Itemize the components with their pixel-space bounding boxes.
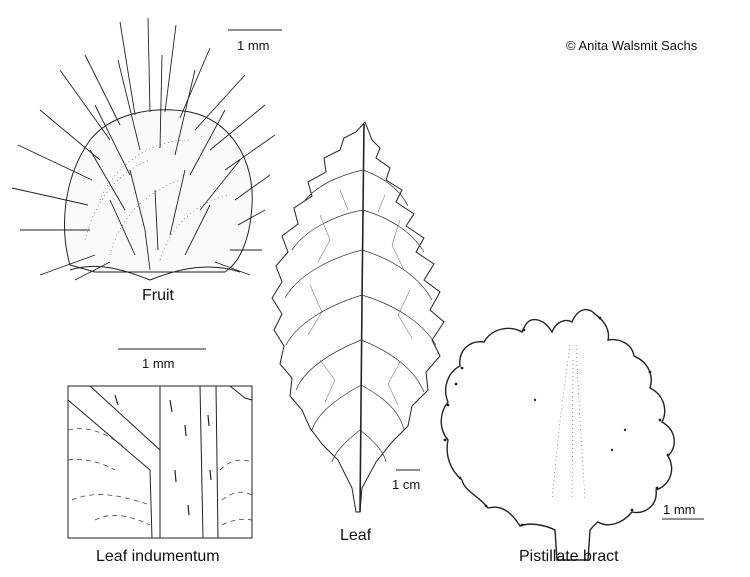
leaf-scale-label: 1 cm [392,477,421,492]
indumentum-scale-label: 1 mm [142,356,175,371]
fruit-drawing [11,17,276,281]
indumentum-drawing [67,385,253,539]
leaf-caption: Leaf [340,527,372,544]
leaf-drawing [271,121,445,513]
fruit-caption: Fruit [142,287,174,304]
bract-caption: Pistillate bract [519,548,619,565]
fruit-scale-label: 1 mm [237,38,270,53]
copyright-notice: © Anita Walsmit Sachs [566,38,698,53]
indumentum-caption: Leaf indumentum [96,548,220,565]
bract-drawing [440,308,675,561]
bract-scale-label: 1 mm [663,502,696,517]
